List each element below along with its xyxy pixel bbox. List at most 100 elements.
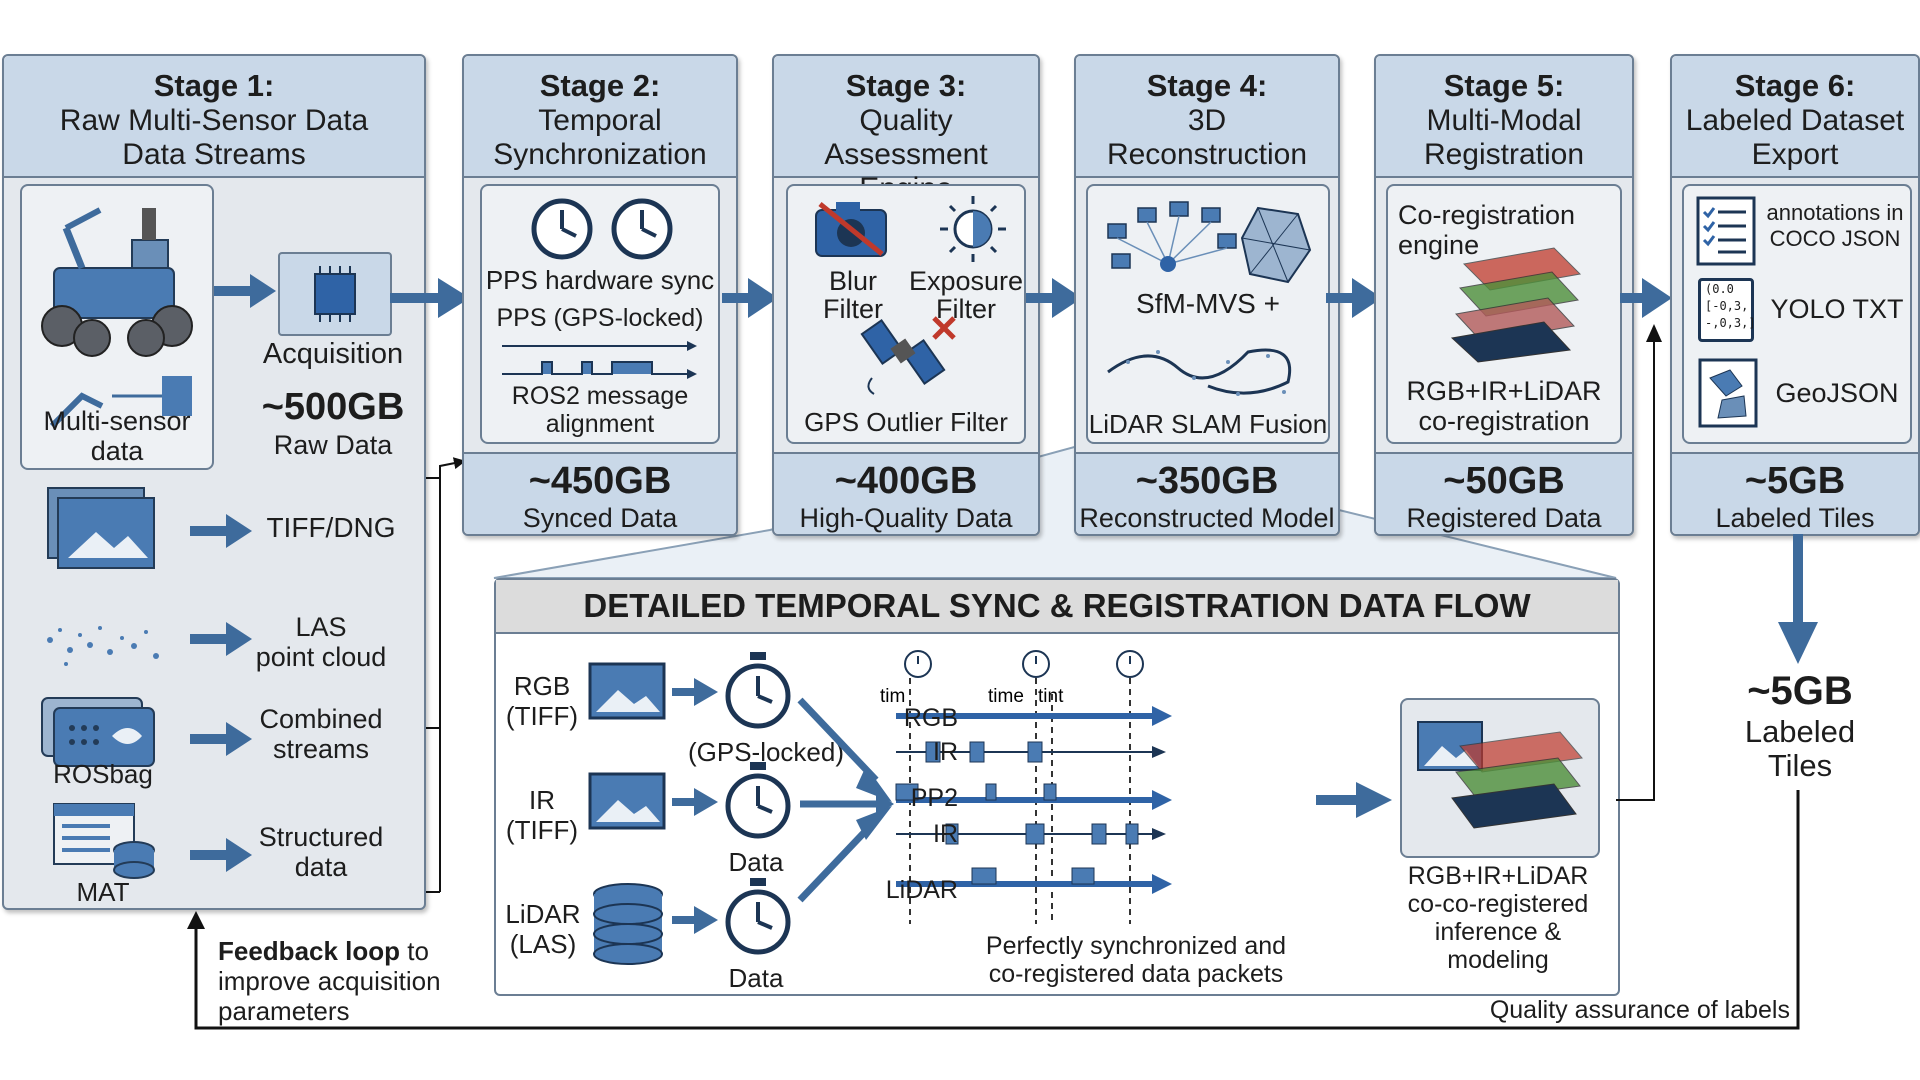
stage-6-panel: Stage 6: Labeled Dataset Export annotati…	[1670, 54, 1920, 536]
chip-icon	[314, 266, 356, 322]
stage-5-subtitle-line1: Multi-Modal	[1426, 104, 1582, 137]
input-lidar-label2: (LAS)	[509, 929, 577, 959]
stage-1-subtitle-line1: Raw Multi-Sensor Data	[59, 104, 369, 137]
output-label1: RGB+IR+LiDAR	[1407, 862, 1589, 890]
timeline-caption2: co-registered data packets	[988, 960, 1284, 988]
arrow-rosbag	[190, 722, 252, 756]
stage-1-subtitle-line2: Data Streams	[122, 138, 306, 171]
slam-trajectory-icon	[1107, 348, 1291, 396]
arrow-lidar-clock	[672, 906, 718, 934]
stage-3-inner: Blur Filter Exposure Filter GPS Outlier …	[786, 184, 1026, 444]
arrow-stage1-stage2	[390, 278, 470, 318]
row-las-label1: LAS	[295, 612, 347, 642]
geojson-icon	[1698, 358, 1758, 428]
feedback-line2: improve acquisition	[218, 966, 441, 996]
robot-label-line1: Multi-sensor	[43, 406, 191, 436]
stage-3-header: Stage 3: Quality Assessment Engine	[774, 56, 1038, 205]
stage-2-title: Stage 2:	[539, 68, 661, 103]
output-label4: modeling	[1447, 946, 1549, 974]
mat-icon	[53, 803, 155, 879]
feedback-line3: parameters	[218, 996, 350, 1026]
row-rosbag-label2: streams	[272, 734, 370, 764]
side-output-label2: Tiles	[1767, 748, 1833, 783]
stage-6-size-label: Labeled Tiles	[1715, 503, 1875, 533]
feedback-rest: to	[400, 936, 429, 966]
stage-4-title: Stage 4:	[1146, 68, 1268, 103]
arrow-mat	[190, 838, 252, 872]
arrow-las	[190, 622, 252, 656]
stage-2-panel: Stage 2: Temporal Synchronization PPS ha…	[462, 54, 738, 536]
stage-2-body-line3: ROS2 message	[511, 382, 689, 410]
row-tiff-label: TIFF/DNG	[266, 512, 396, 543]
stage-4-inner: SfM-MVS + LiDAR SLAM Fusion	[1086, 184, 1330, 444]
gps-filter-label: GPS Outlier Filter	[804, 407, 1008, 437]
rosbag-icon	[41, 697, 155, 767]
stage-3-size: ~400GB	[834, 460, 978, 502]
output-layer-icon	[1417, 721, 1583, 829]
ir-image-icon	[588, 772, 666, 830]
arrow-stage3-stage4	[1026, 278, 1082, 318]
stage-3-footer: ~400GB High-Quality Data	[774, 452, 1038, 534]
sync-timeline: tim time tint	[880, 650, 1172, 924]
blur-label1: Blur	[828, 266, 877, 296]
stage-4-subtitle-line2: Reconstruction	[1106, 138, 1308, 171]
stage-6-header: Stage 6: Labeled Dataset Export	[1672, 56, 1918, 178]
raw-size-label: Raw Data	[273, 430, 393, 460]
geojson-label: GeoJSON	[1775, 378, 1899, 408]
checklist-icon	[1696, 196, 1756, 266]
chip-icon-box	[278, 252, 392, 336]
track-label-ir2: IR	[933, 820, 958, 848]
robot-label-line2: data	[90, 436, 144, 466]
clock-rgb-label: (GPS-locked)	[687, 737, 845, 767]
layer-stack-icon	[1450, 247, 1582, 363]
raw-size: ~500GB	[261, 386, 405, 428]
row-las-label2: point cloud	[255, 642, 387, 672]
input-rgb-label2: (TIFF)	[505, 701, 579, 731]
input-ir-label2: (TIFF)	[505, 815, 579, 845]
stage-1-panel: Stage 1: Raw Multi-Sensor Data Data Stre…	[2, 54, 426, 910]
image-stack-icon	[47, 487, 155, 569]
yolo-glyph-line2: [-0,3,	[1705, 299, 1749, 313]
arrow-tiff	[190, 514, 252, 548]
arrow-stage2-stage3	[722, 278, 778, 318]
yolo-file-icon: (0.0 [-0,3, -,0,3,]	[1698, 278, 1756, 342]
bracket-arrow	[439, 457, 466, 730]
arrow-to-output	[1316, 782, 1392, 818]
timeline-label-time: time	[988, 686, 1024, 707]
timeline-caption1: Perfectly synchronized and	[985, 932, 1287, 960]
stage-2-body-line2: PPS (GPS-locked)	[496, 304, 704, 332]
arrow-to-acquisition	[214, 274, 276, 308]
timeline-label-tim: tim	[880, 686, 905, 707]
stage-4-subtitle-line1: 3D	[1187, 104, 1227, 137]
exposure-label2: Filter	[936, 294, 996, 324]
arrow-stage5-stage6	[1620, 278, 1672, 318]
clock-lidar-label: Data	[728, 963, 784, 993]
stage-5-size: ~50GB	[1443, 460, 1565, 502]
mat-icon-label: MAT	[76, 877, 130, 907]
stage-5-body-line1: Co-registration	[1398, 200, 1576, 230]
stage-4-panel: Stage 4: 3D Reconstruction SfM-MVS + LiD…	[1074, 54, 1340, 536]
robot-box: Multi-sensor data	[20, 184, 214, 470]
stage-5-size-label: Registered Data	[1406, 503, 1602, 533]
stage-4-body-line1: SfM-MVS +	[1136, 288, 1280, 319]
feedback-loop-line	[187, 790, 1800, 1030]
detail-title: DETAILED TEMPORAL SYNC & REGISTRATION DA…	[496, 580, 1618, 634]
pulse-timeline-icon	[502, 341, 697, 379]
output-label2: co-co-registered	[1407, 890, 1589, 918]
stage-3-title: Stage 3:	[845, 68, 967, 103]
stage-3-panel: Stage 3: Quality Assessment Engine Blur …	[772, 54, 1040, 536]
stage-6-footer: ~5GB Labeled Tiles	[1672, 452, 1918, 534]
stopwatch-ir-icon	[725, 762, 791, 839]
arrow-stage6-down	[1778, 534, 1818, 664]
sfm-mesh-icon	[1107, 201, 1312, 284]
input-lidar-label1: LiDAR	[505, 899, 581, 929]
track-label-ir: IR	[933, 738, 958, 766]
camera-off-icon	[815, 202, 887, 257]
stage-5-header: Stage 5: Multi-Modal Registration	[1376, 56, 1632, 178]
feedback-bold: Feedback loop	[218, 936, 401, 966]
timeline-label-tint: tint	[1038, 686, 1064, 707]
track-label-rgb: RGB	[903, 704, 958, 732]
arm-loop-icon	[49, 376, 192, 429]
stage-4-body-line2: LiDAR SLAM Fusion	[1088, 409, 1328, 439]
row-mat-label1: Structured	[258, 822, 384, 852]
